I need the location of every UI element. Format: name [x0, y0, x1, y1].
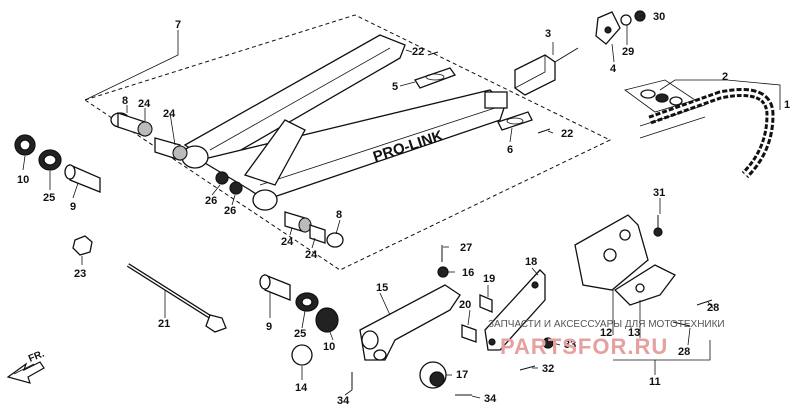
front-direction-label: FR.: [27, 348, 46, 364]
callout-31: 31: [653, 187, 665, 199]
callout-9: 9: [70, 201, 76, 213]
link-plate: [484, 269, 546, 351]
callout-28: 28: [707, 302, 719, 314]
callout-17: 17: [456, 369, 468, 381]
bolt-icon: [696, 299, 713, 306]
callout-20: 20: [459, 299, 471, 311]
callout-15: 15: [376, 282, 388, 294]
callout-14: 14: [295, 382, 308, 394]
collar: [461, 324, 477, 343]
callout-10: 10: [17, 174, 29, 186]
callout-16: 16: [462, 267, 474, 279]
callout-labels: 7 22 5 3 4 29 30 2 1 8 24 24 10 25 9 26 …: [17, 11, 790, 407]
callout-8: 8: [336, 209, 342, 221]
front-direction-arrow-icon: FR.: [6, 348, 46, 384]
callout-34: 34: [484, 393, 497, 405]
callout-7: 7: [175, 19, 181, 31]
chain-guide: [574, 214, 676, 306]
shock-link: [359, 284, 461, 361]
bolt-icon: [427, 51, 439, 56]
callout-25: 25: [43, 192, 55, 204]
callout-26: 26: [224, 205, 236, 217]
callout-4: 4: [610, 63, 617, 75]
callout-9: 9: [266, 321, 272, 333]
callout-30: 30: [653, 11, 665, 23]
watermark-text: ЗАПЧАСТИ И АКСЕССУАРЫ ДЛЯ МОТОТЕХНИКИ: [488, 319, 725, 330]
bolt-icon: [672, 321, 691, 327]
callout-22: 22: [561, 128, 573, 140]
callout-25: 25: [294, 328, 306, 340]
callout-8: 8: [122, 95, 128, 107]
pivot-bolt: [72, 235, 227, 333]
callout-32: 32: [542, 363, 554, 375]
callout-24: 24: [305, 249, 318, 261]
chain-slider: [514, 47, 579, 96]
bushing-set-upper: [110, 112, 188, 161]
assembly-boundary: [83, 14, 612, 271]
callout-29: 29: [622, 46, 634, 58]
collar: [479, 294, 493, 313]
watermark-logo: PARTSFOR.RU: [500, 334, 668, 359]
callout-19: 19: [483, 273, 495, 285]
callout-24: 24: [138, 98, 151, 110]
callout-34: 34: [337, 395, 350, 407]
callout-11: 11: [649, 376, 661, 388]
callout-33: 33: [564, 339, 576, 351]
nut-icon: [653, 227, 663, 237]
bushing-set-lower: [284, 211, 344, 248]
link-bearing-set: [259, 274, 339, 366]
bolt-icon: [537, 128, 551, 134]
drive-chain: [639, 88, 775, 179]
callout-1: 1: [784, 99, 790, 111]
nut-icon: [437, 266, 449, 278]
callout-28: 28: [678, 346, 690, 358]
bracket: [595, 11, 621, 45]
callout-23: 23: [74, 268, 86, 280]
bearing-set-left: [14, 134, 101, 193]
chain-roller: [419, 361, 447, 389]
callout-26: 26: [205, 195, 217, 207]
callout-22: 22: [412, 46, 424, 58]
callout-27: 27: [460, 242, 472, 254]
callout-18: 18: [525, 256, 537, 268]
bolt-icon: [519, 365, 536, 371]
callout-24: 24: [281, 236, 294, 248]
callout-10: 10: [323, 341, 335, 353]
thrust-washer: [229, 181, 243, 195]
callout-5: 5: [392, 81, 398, 93]
swingarm: PRO-LINK: [181, 34, 508, 211]
washer-icon: [620, 14, 632, 26]
master-link: [624, 79, 696, 113]
callout-2: 2: [722, 71, 728, 83]
callout-3: 3: [545, 28, 551, 40]
callout-21: 21: [158, 318, 170, 330]
thrust-washer: [215, 171, 229, 185]
leader-lines: [22, 15, 781, 399]
callout-24: 24: [163, 108, 176, 120]
chain-adjuster-plate: [414, 67, 533, 131]
callout-13: 13: [628, 327, 640, 339]
callout-6: 6: [507, 144, 513, 156]
callout-12: 12: [600, 327, 612, 339]
